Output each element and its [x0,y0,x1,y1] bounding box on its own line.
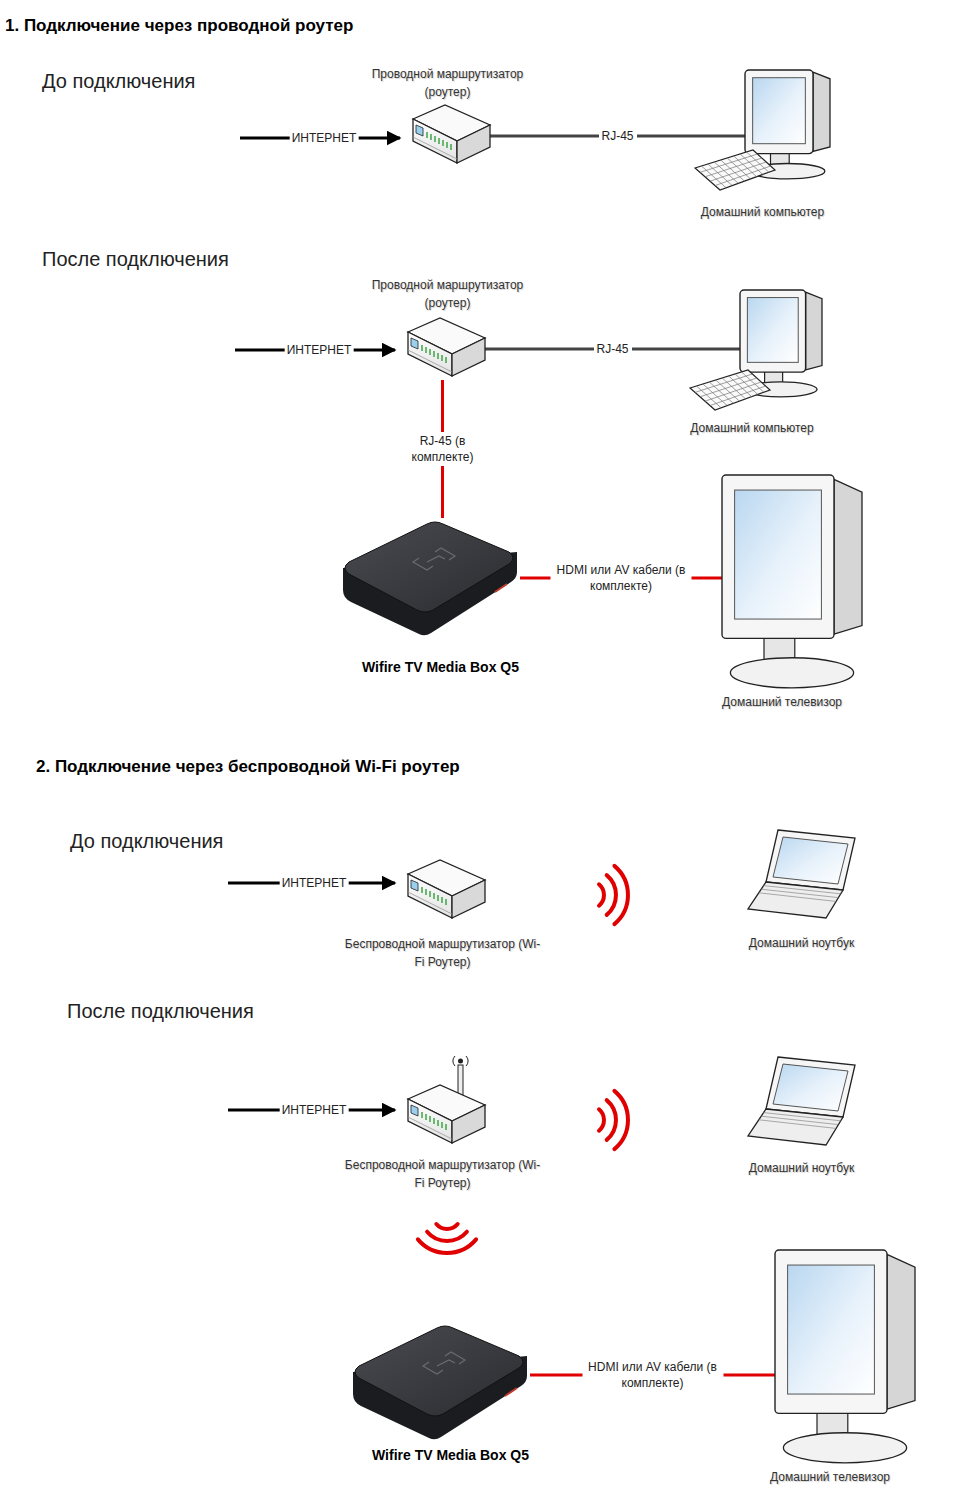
section-heading: После подключения [67,1000,254,1023]
cable-label: RJ-45 (в комплекте) [390,432,496,466]
device-caption: Беспроводной маршрутизатор (Wi-Fi Роутер… [343,1156,543,1192]
device-router: Проводной маршрутизатор (роутер) [405,105,490,167]
device-caption: Домашний телевизор [702,693,862,711]
device-icon [722,475,862,690]
section-heading: После подключения [42,248,229,271]
device-wrouter: Беспроводной маршрутизатор (Wi-Fi Роутер… [400,1085,485,1147]
device-router: Беспроводной маршрутизатор (Wi-Fi Роутер… [400,860,485,922]
section-heading: 1. Подключение через проводной роутер [5,16,353,36]
device-icon [400,1085,485,1147]
section-heading: До подключения [42,70,195,93]
cable-label: HDMI или AV кабели (в комплекте) [551,561,692,595]
device-caption: Wifire TV Media Box Q5 [331,658,551,676]
device-icon [775,1250,915,1465]
section-heading: 2. Подключение через беспроводной Wi-Fi … [36,757,460,777]
device-laptop: Домашний ноутбук [748,1057,855,1145]
cable-label: RJ-45 [593,340,631,358]
cable-label: RJ-45 [598,127,636,145]
device-pc: Домашний компьютер [740,290,822,398]
device-caption: Проводной маршрутизатор (роутер) [358,65,538,101]
device-icon [740,290,822,398]
device-caption: Домашний телевизор [750,1468,910,1486]
device-caption: Домашний ноутбук [727,934,877,952]
section-heading: До подключения [70,830,223,853]
wifi-wave [599,1091,628,1149]
device-icon [405,105,490,167]
device-tv: Домашний телевизор [775,1250,915,1465]
device-caption: Wifire TV Media Box Q5 [341,1446,561,1464]
internet-label: ИНТЕРНЕТ [280,1103,349,1117]
device-caption: Домашний компьютер [672,419,832,437]
wifi-wave [599,866,628,924]
internet-label: ИНТЕРНЕТ [290,131,359,145]
device-box: Wifire TV Media Box Q5 [335,518,520,638]
internet-label: ИНТЕРНЕТ [285,343,354,357]
wifi-waves [418,866,628,1253]
device-router: Проводной маршрутизатор (роутер) [400,318,485,380]
device-box: Wifire TV Media Box Q5 [345,1322,530,1442]
device-caption: Проводной маршрутизатор (роутер) [358,276,538,312]
device-caption: Домашний компьютер [683,203,843,221]
device-caption: Беспроводной маршрутизатор (Wi-Fi Роутер… [343,935,543,971]
device-caption: Домашний ноутбук [727,1159,877,1177]
device-icon [400,860,485,922]
device-icon [745,70,830,180]
device-icon [748,1057,855,1145]
device-laptop: Домашний ноутбук [748,830,855,918]
device-icon [748,830,855,918]
device-icon [345,1322,530,1442]
device-pc: Домашний компьютер [745,70,830,180]
wifi-wave [418,1224,476,1253]
device-icon [335,518,520,638]
cable-label: HDMI или AV кабели (в комплекте) [582,1358,723,1392]
device-icon [400,318,485,380]
device-tv: Домашний телевизор [722,475,862,690]
internet-label: ИНТЕРНЕТ [280,876,349,890]
